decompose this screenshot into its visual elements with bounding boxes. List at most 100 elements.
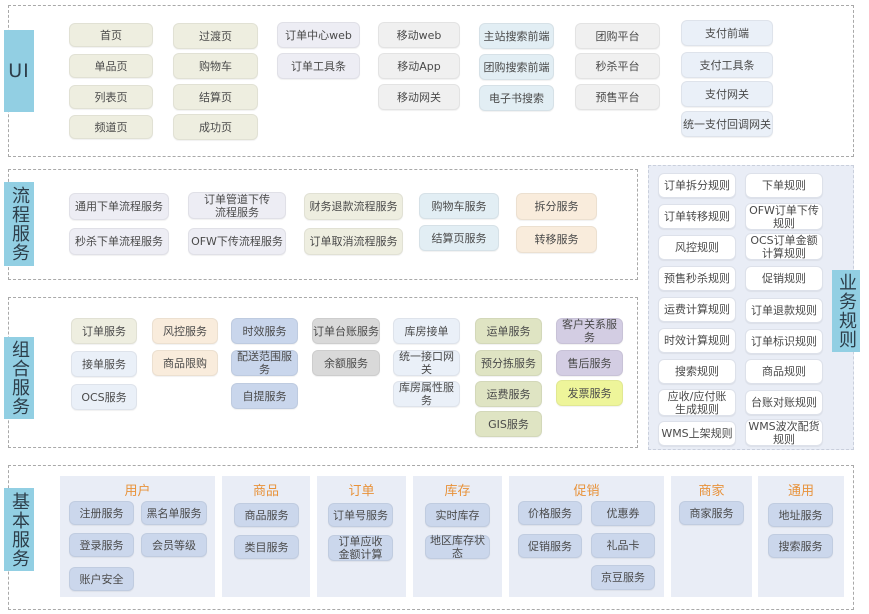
basic-group-promotion-title: 促销	[573, 484, 600, 499]
composite-box-self-pickup[interactable]: 自提服务	[231, 383, 298, 409]
basic-group-product-title: 商品	[252, 484, 279, 499]
ui-box-main-search-frontend[interactable]: 主站搜索前端	[479, 23, 554, 49]
basic-box-member-level[interactable]: 会员等级	[141, 533, 207, 557]
composite-box-order-ledger[interactable]: 订单台账服务	[312, 318, 380, 344]
composite-box-warehouse-attributes[interactable]: 库房属性服务	[393, 381, 460, 407]
rule-risk-control[interactable]: 风控规则	[658, 235, 736, 260]
ui-box-payment-gateway[interactable]: 支付网关	[681, 81, 773, 107]
ui-box-groupbuy-search-frontend[interactable]: 团购搜索前端	[479, 54, 554, 80]
basic-box-account-security[interactable]: 账户安全	[69, 567, 134, 591]
ui-box-product-page[interactable]: 单品页	[69, 54, 153, 78]
basic-box-price-service[interactable]: 价格服务	[518, 501, 582, 525]
ui-box-ebook-search[interactable]: 电子书搜索	[479, 85, 554, 111]
ui-box-payment-toolbar[interactable]: 支付工具条	[681, 52, 773, 78]
basic-group-merchant-title: 商家	[698, 484, 725, 499]
process-box-general-order[interactable]: 通用下单流程服务	[69, 193, 169, 220]
composite-box-gis[interactable]: GIS服务	[475, 411, 542, 437]
rule-timeliness-calc[interactable]: 时效计算规则	[658, 328, 736, 353]
process-box-transfer-service[interactable]: 转移服务	[516, 226, 597, 253]
ui-box-mobile-gateway[interactable]: 移动网关	[378, 84, 460, 110]
composite-box-unified-api-gateway[interactable]: 统一接口网关	[393, 350, 460, 376]
basic-box-register[interactable]: 注册服务	[69, 501, 134, 525]
basic-box-search-service[interactable]: 搜索服务	[768, 534, 833, 558]
ui-box-home[interactable]: 首页	[69, 23, 153, 47]
ui-box-mobile-web[interactable]: 移动web	[378, 22, 460, 48]
rule-wms-wave-allocation[interactable]: WMS波次配货 规则	[745, 419, 823, 446]
ui-layer-label: UI	[4, 30, 34, 112]
basic-box-promotion-service[interactable]: 促销服务	[518, 534, 582, 558]
rule-ofw-order-downstream[interactable]: OFW订单下传 规则	[745, 203, 823, 230]
basic-group-common-title: 通用	[787, 484, 814, 499]
basic-box-order-number[interactable]: 订单号服务	[328, 503, 393, 527]
rule-order-split[interactable]: 订单拆分规则	[658, 173, 736, 198]
rule-order-transfer[interactable]: 订单转移规则	[658, 204, 736, 229]
composite-box-risk-control[interactable]: 风控服务	[152, 318, 218, 344]
rule-presale-flashsale[interactable]: 预售秒杀规则	[658, 266, 736, 291]
composite-box-purchase-limit[interactable]: 商品限购	[152, 350, 218, 376]
process-box-split-service[interactable]: 拆分服务	[516, 193, 597, 220]
ui-box-transition-page[interactable]: 过渡页	[173, 23, 258, 49]
basic-box-blacklist[interactable]: 黑名单服务	[141, 501, 207, 525]
basic-box-login[interactable]: 登录服务	[69, 533, 134, 557]
basic-box-category-service[interactable]: 类目服务	[234, 535, 299, 559]
basic-box-jingdou[interactable]: 京豆服务	[591, 565, 655, 590]
process-box-refund[interactable]: 财务退款流程服务	[304, 193, 403, 220]
process-box-checkout-service[interactable]: 结算页服务	[419, 225, 499, 251]
composite-box-order-receive[interactable]: 接单服务	[71, 351, 137, 377]
ui-box-mobile-app[interactable]: 移动App	[378, 53, 460, 79]
ui-box-order-center-web[interactable]: 订单中心web	[277, 22, 360, 48]
composite-box-timeliness[interactable]: 时效服务	[231, 318, 298, 344]
ui-box-unified-payment-callback-gateway[interactable]: 统一支付回调网关	[681, 111, 773, 137]
ui-box-success-page[interactable]: 成功页	[173, 114, 258, 140]
composite-box-order-service[interactable]: 订单服务	[71, 318, 137, 344]
ui-box-channel-page[interactable]: 频道页	[69, 115, 153, 139]
ui-box-groupbuy-platform[interactable]: 团购平台	[575, 23, 660, 49]
ui-box-flashsale-platform[interactable]: 秒杀平台	[575, 53, 660, 79]
ui-box-checkout-page[interactable]: 结算页	[173, 84, 258, 110]
basic-group-merchant	[671, 476, 752, 597]
basic-box-coupon[interactable]: 优惠券	[591, 501, 655, 526]
basic-group-inventory-title: 库存	[444, 484, 471, 499]
ui-box-list-page[interactable]: 列表页	[69, 85, 153, 109]
rule-product[interactable]: 商品规则	[745, 359, 823, 384]
rule-ocs-order-amount[interactable]: OCS订单金额 计算规则	[745, 233, 823, 260]
composite-box-freight[interactable]: 运费服务	[475, 381, 542, 407]
ui-box-cart[interactable]: 购物车	[173, 53, 258, 79]
composite-box-crm[interactable]: 客户关系服务	[556, 318, 623, 344]
composite-box-warehouse-receive[interactable]: 库房接单	[393, 318, 460, 344]
ui-box-order-toolbar[interactable]: 订单工具条	[277, 53, 360, 79]
composite-box-presorting[interactable]: 预分拣服务	[475, 350, 542, 376]
rule-order-refund[interactable]: 订单退款规则	[745, 298, 823, 323]
process-box-order-pipeline[interactable]: 订单管道下传 流程服务	[188, 192, 286, 219]
rule-promotion[interactable]: 促销规则	[745, 266, 823, 291]
basic-layer-label: 基本服务	[4, 488, 34, 571]
composite-box-balance[interactable]: 余额服务	[312, 350, 380, 376]
process-box-flashsale-order[interactable]: 秒杀下单流程服务	[69, 228, 169, 255]
process-layer-label: 流程服务	[4, 182, 34, 266]
basic-box-realtime-stock[interactable]: 实时库存	[425, 503, 490, 527]
process-box-order-cancel[interactable]: 订单取消流程服务	[304, 228, 403, 255]
rule-wms-shelving[interactable]: WMS上架规则	[658, 421, 736, 446]
basic-box-product-service[interactable]: 商品服务	[234, 503, 299, 527]
rule-order-flag[interactable]: 订单标识规则	[745, 329, 823, 354]
ui-box-presale-platform[interactable]: 预售平台	[575, 84, 660, 110]
process-box-ofw-downstream[interactable]: OFW下传流程服务	[188, 228, 286, 255]
rule-order-place[interactable]: 下单规则	[745, 173, 823, 198]
composite-box-delivery-range[interactable]: 配送范围服务	[231, 350, 298, 376]
basic-box-address-service[interactable]: 地址服务	[768, 503, 833, 527]
rule-ledger-reconcile[interactable]: 台账对账规则	[745, 390, 823, 415]
composite-box-invoice[interactable]: 发票服务	[556, 380, 623, 406]
basic-box-order-receivable[interactable]: 订单应收 金额计算	[328, 535, 393, 561]
basic-box-gift-card[interactable]: 礼品卡	[591, 533, 655, 558]
basic-box-merchant-service[interactable]: 商家服务	[679, 501, 744, 525]
basic-box-regional-stock-status[interactable]: 地区库存状态	[425, 534, 490, 560]
composite-layer-label: 组合服务	[4, 337, 34, 419]
composite-box-ocs-service[interactable]: OCS服务	[71, 384, 137, 410]
composite-box-after-sales[interactable]: 售后服务	[556, 350, 623, 376]
rule-freight-calc[interactable]: 运费计算规则	[658, 297, 736, 322]
process-box-cart-service[interactable]: 购物车服务	[419, 193, 499, 219]
composite-box-waybill[interactable]: 运单服务	[475, 318, 542, 344]
ui-box-payment-frontend[interactable]: 支付前端	[681, 20, 773, 46]
rule-search[interactable]: 搜索规则	[658, 359, 736, 384]
rule-receivable-payable[interactable]: 应收/应付账 生成规则	[658, 389, 736, 416]
